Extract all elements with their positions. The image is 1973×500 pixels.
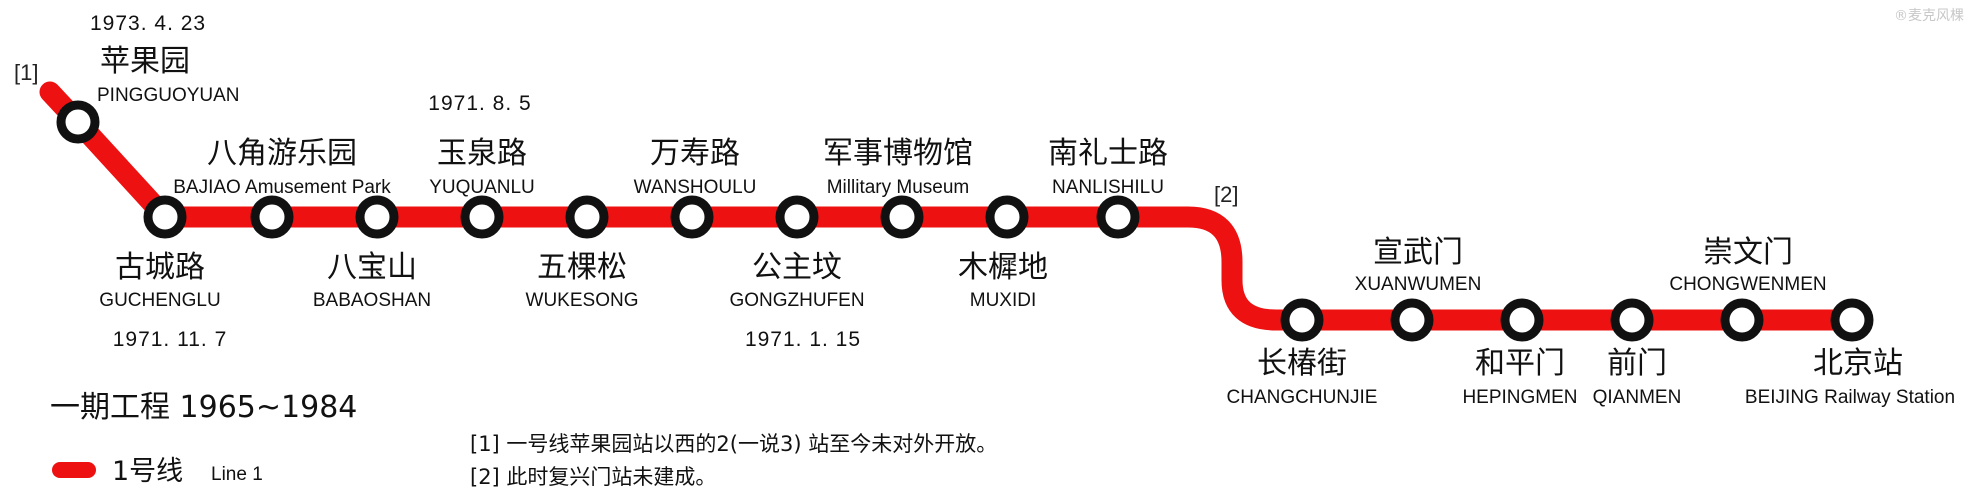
station-name-zh-military-museum: 军事博物馆	[823, 136, 973, 171]
station-dot-bajiao[interactable]	[250, 195, 294, 239]
project-title: 一期工程 1965~1984	[50, 390, 357, 425]
station-dot-military-museum[interactable]	[880, 195, 924, 239]
station-name-en-beijing-railway-station: BEIJING Railway Station	[1745, 387, 1955, 408]
line-1-route	[39, 81, 1871, 331]
legend-line-name-zh: 1号线	[112, 456, 183, 487]
station-dot-qianmen[interactable]	[1610, 298, 1654, 342]
station-name-en-guchenglu: GUCHENGLU	[99, 290, 220, 311]
station-dot-babaoshan[interactable]	[355, 195, 399, 239]
footnote-1: [1] 一号线苹果园站以西的2(一说3) 站至今未对外开放。	[470, 432, 997, 456]
station-name-en-muxidi: MUXIDI	[970, 290, 1037, 311]
station-dot-beijing-railway-station[interactable]	[1830, 298, 1874, 342]
opening-date-guchenglu: 1971. 11. 7	[113, 328, 228, 351]
opening-date-gongzhufen: 1971. 1. 15	[745, 328, 861, 351]
station-name-zh-pingguoyuan: 苹果园	[100, 44, 190, 79]
station-name-zh-muxidi: 木樨地	[958, 250, 1048, 285]
station-name-en-wukesong: WUKESONG	[526, 290, 639, 311]
station-name-en-wanshoulu: WANSHOULU	[634, 177, 757, 198]
opening-date-yuquanlu: 1971. 8. 5	[428, 92, 531, 115]
station-name-zh-changchunjie: 长椿街	[1257, 346, 1347, 381]
station-name-zh-babaoshan: 八宝山	[327, 250, 417, 285]
station-dot-xuanwumen[interactable]	[1390, 298, 1434, 342]
station-name-zh-wanshoulu: 万寿路	[650, 136, 740, 171]
station-name-en-gongzhufen: GONGZHUFEN	[729, 290, 864, 311]
station-name-zh-qianmen: 前门	[1607, 346, 1667, 381]
footnote-marker-1: [1]	[14, 60, 38, 85]
station-name-zh-xuanwumen: 宣武门	[1373, 235, 1463, 270]
station-name-zh-wukesong: 五棵松	[537, 250, 627, 285]
station-name-en-military-museum: Millitary Museum	[827, 177, 970, 198]
station-dot-hepingmen[interactable]	[1500, 298, 1544, 342]
station-dot-guchenglu[interactable]	[143, 195, 187, 239]
opening-date-pingguoyuan: 1973. 4. 23	[90, 12, 206, 35]
station-dot-chongwenmen[interactable]	[1720, 298, 1764, 342]
station-name-zh-gongzhufen: 公主坟	[752, 250, 842, 285]
station-name-en-bajiao: BAJIAO Amusement Park	[173, 177, 391, 198]
station-dot-wanshoulu[interactable]	[670, 195, 714, 239]
footnote-marker-2: [2]	[1214, 182, 1238, 207]
station-name-en-pingguoyuan: PINGGUOYUAN	[97, 85, 240, 106]
station-name-en-nanlishilu: NANLISHILU	[1052, 177, 1164, 198]
station-name-zh-yuquanlu: 玉泉路	[437, 136, 527, 171]
station-dot-nanlishilu[interactable]	[1096, 195, 1140, 239]
station-dot-yuquanlu[interactable]	[460, 195, 504, 239]
station-dots	[56, 100, 1874, 342]
station-name-en-xuanwumen: XUANWUMEN	[1355, 274, 1482, 295]
station-name-zh-nanlishilu: 南礼士路	[1048, 136, 1168, 171]
station-name-zh-bajiao: 八角游乐园	[207, 136, 357, 171]
legend-line-name-en: Line 1	[211, 464, 263, 485]
station-dot-muxidi[interactable]	[985, 195, 1029, 239]
footnote-2: [2] 此时复兴门站未建成。	[470, 465, 716, 489]
watermark: ®麦克风棵	[1894, 8, 1964, 24]
station-name-en-hepingmen: HEPINGMEN	[1462, 387, 1577, 408]
station-dot-pingguoyuan[interactable]	[56, 100, 100, 144]
station-name-zh-guchenglu: 古城路	[115, 250, 205, 285]
station-name-zh-beijing-railway-station: 北京站	[1813, 346, 1903, 381]
station-name-en-qianmen: QIANMEN	[1593, 387, 1682, 408]
station-name-en-chongwenmen: CHONGWENMEN	[1669, 274, 1826, 295]
station-dot-gongzhufen[interactable]	[775, 195, 819, 239]
station-name-en-yuquanlu: YUQUANLU	[429, 177, 535, 198]
station-name-zh-chongwenmen: 崇文门	[1703, 235, 1793, 270]
station-name-en-changchunjie: CHANGCHUNJIE	[1227, 387, 1378, 408]
station-dot-wukesong[interactable]	[565, 195, 609, 239]
station-name-en-babaoshan: BABAOSHAN	[313, 290, 431, 311]
station-dot-changchunjie[interactable]	[1280, 298, 1324, 342]
station-name-zh-hepingmen: 和平门	[1475, 346, 1565, 381]
